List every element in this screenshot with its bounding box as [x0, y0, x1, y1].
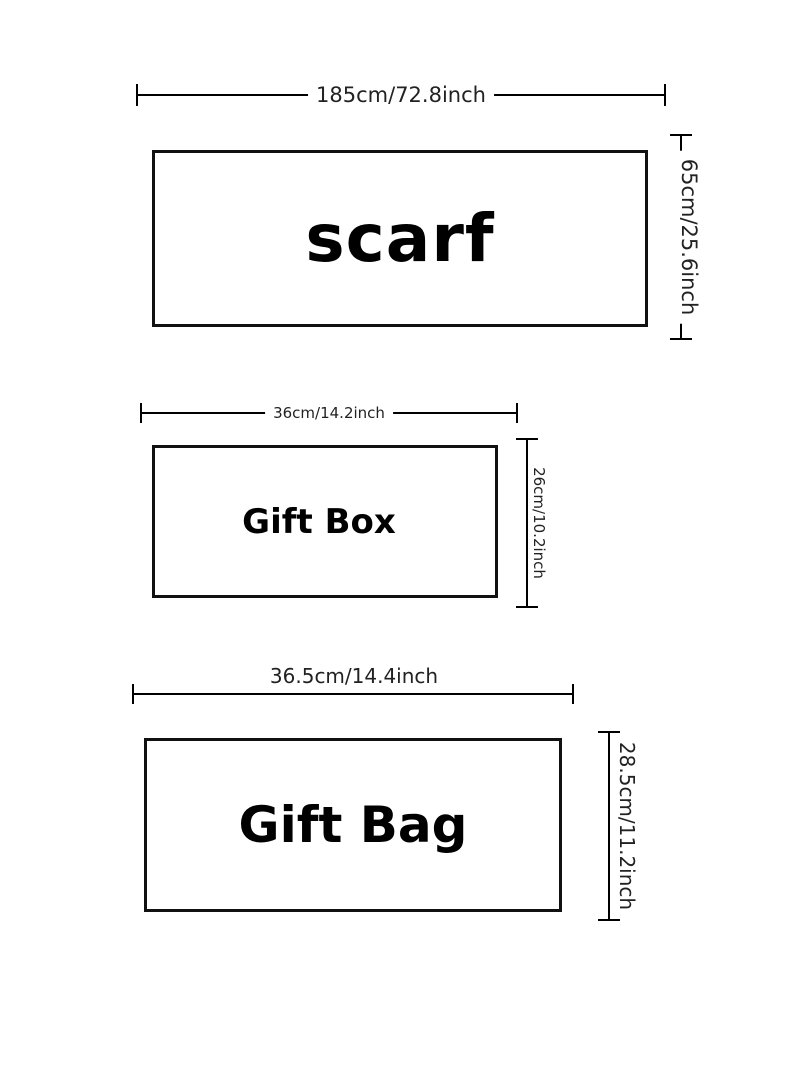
gift-bag-box: Gift Bag [144, 738, 562, 912]
scarf-height-label: 65cm/25.6inch [677, 150, 701, 324]
gift-box-height-dimension: 26cm/10.2inch [516, 438, 548, 608]
gift-box-height-label: 26cm/10.2inch [530, 459, 548, 587]
scarf-width-dimension: 185cm/72.8inch [136, 83, 666, 107]
gift-bag-width-dimension [132, 684, 574, 704]
gift-bag-title: Gift Bag [238, 796, 468, 854]
gift-box-title: Gift Box [242, 501, 396, 542]
gift-bag-width-label: 36.5cm/14.4inch [269, 664, 439, 688]
gift-bag-height-label: 28.5cm/11.2inch [615, 733, 639, 919]
gift-box-box: Gift Box [152, 445, 498, 598]
scarf-width-label: 185cm/72.8inch [308, 83, 494, 107]
gift-box-width-label: 36cm/14.2inch [265, 404, 393, 422]
gift-box-width-dimension: 36cm/14.2inch [140, 403, 518, 423]
scarf-title: scarf [305, 200, 495, 277]
scarf-box: scarf [152, 150, 648, 327]
gift-bag-height-dimension: 28.5cm/11.2inch [598, 731, 639, 921]
scarf-height-dimension: 65cm/25.6inch [670, 134, 701, 340]
